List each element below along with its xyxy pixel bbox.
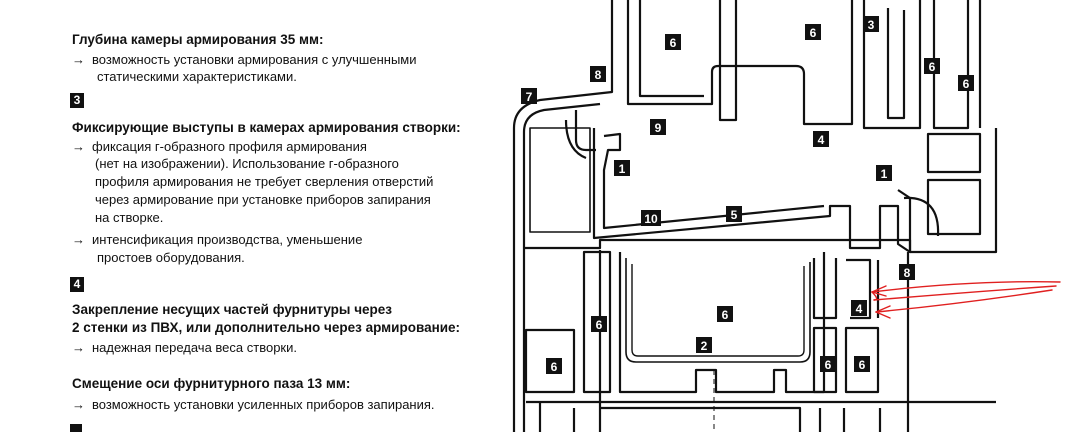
feature-line: → надежная передача веса створки.	[72, 339, 297, 356]
svg-text:6: 6	[596, 318, 603, 332]
diagram-labels: 6 6 3 6 6 8 7 9 4 1 1 10 5 8 4 6 6 2 6 6…	[521, 16, 974, 374]
diagram-label-1-left: 1	[614, 160, 630, 176]
diagram-label-6-bottom-left: 6	[546, 358, 562, 374]
feature-line-text: возможность установки усиленных приборов…	[92, 397, 435, 412]
diagram-label-5: 5	[726, 206, 742, 222]
feature-line: → возможность установки усиленных приборо…	[72, 396, 435, 413]
svg-text:6: 6	[929, 60, 936, 74]
feature-line-text: возможность установки армирования с улуч…	[92, 52, 417, 67]
feature-title-locking-ridges: Фиксирующие выступы в камерах армировани…	[72, 120, 461, 135]
diagram-label-9: 9	[650, 119, 666, 135]
feature-line: → возможность установки армирования с улу…	[72, 51, 417, 68]
svg-text:7: 7	[526, 90, 533, 104]
feature-line-text: простоев оборудования.	[97, 250, 245, 265]
arrow-icon: →	[72, 139, 85, 154]
feature-line-text: фиксация г-образного профиля армирования	[92, 139, 367, 154]
svg-text:1: 1	[619, 162, 626, 176]
diagram-label-6-bottom-right-a: 6	[820, 356, 836, 372]
feature-line-text: надежная передача веса створки.	[92, 340, 297, 355]
diagram-label-6-top-center: 6	[805, 24, 821, 40]
feature-text-column: Глубина камеры армирования 35 мм: → возмо…	[0, 0, 520, 432]
svg-text:1: 1	[881, 167, 888, 181]
svg-text:6: 6	[722, 308, 729, 322]
diagram-label-4-right: 4	[851, 300, 867, 316]
svg-text:6: 6	[963, 77, 970, 91]
svg-text:5: 5	[731, 208, 738, 222]
diagram-label-6-top-right-b: 6	[958, 75, 974, 91]
red-annotation-arrows	[871, 281, 1061, 319]
svg-text:8: 8	[595, 68, 602, 82]
feature-line-text: профиля армирования не требует сверления…	[95, 174, 434, 189]
number-badge: 3	[70, 93, 84, 108]
svg-text:6: 6	[670, 36, 677, 50]
diagram-label-3: 3	[863, 16, 879, 32]
feature-line: → интенсификация производства, уменьшение	[72, 231, 362, 248]
number-badge: 4	[70, 277, 84, 292]
feature-title-reinforcement-depth: Глубина камеры армирования 35 мм:	[72, 32, 324, 47]
diagram-label-10: 10	[641, 210, 661, 226]
feature-title-hardware-fixing-cont: 2 стенки из ПВХ, или дополнительно через…	[72, 320, 461, 335]
diagram-label-7: 7	[521, 88, 537, 104]
svg-text:6: 6	[551, 360, 558, 374]
diagram-label-1-right: 1	[876, 165, 892, 181]
profile-outline	[512, 0, 998, 432]
svg-text:6: 6	[825, 358, 832, 372]
feature-line-text: через армирование при установке приборов…	[95, 192, 431, 207]
svg-text:10: 10	[644, 212, 658, 226]
diagram-label-2: 2	[696, 337, 712, 353]
arrow-icon: →	[72, 52, 85, 67]
svg-text:2: 2	[701, 339, 708, 353]
arrow-icon: →	[72, 397, 85, 412]
diagram-label-6-bottom-right-b: 6	[854, 356, 870, 372]
next-badge-fragment	[70, 424, 82, 432]
diagram-label-4-center: 4	[813, 131, 829, 147]
feature-line-text: статическими характеристиками.	[97, 69, 297, 84]
feature-title-groove-offset: Смещение оси фурнитурного паза 13 мм:	[72, 376, 351, 391]
diagram-label-6-left-mid: 6	[591, 316, 607, 332]
svg-text:4: 4	[818, 133, 825, 147]
profile-cross-section-diagram: 6 6 3 6 6 8 7 9 4 1 1 10 5 8 4 6 6 2 6 6…	[512, 0, 1061, 432]
svg-text:4: 4	[856, 302, 863, 316]
svg-text:6: 6	[859, 358, 866, 372]
svg-text:3: 3	[868, 18, 875, 32]
feature-line-text: интенсификация производства, уменьшение	[92, 232, 363, 247]
feature-line-text: на створке.	[95, 210, 164, 225]
feature-title-hardware-fixing: Закрепление несущих частей фурнитуры чер…	[72, 302, 392, 317]
svg-text:8: 8	[904, 266, 911, 280]
diagram-label-8-right: 8	[899, 264, 915, 280]
diagram-label-8-top: 8	[590, 66, 606, 82]
feature-line-text: (нет на изображении). Использование г-об…	[95, 156, 399, 171]
diagram-label-6-top-left: 6	[665, 34, 681, 50]
svg-text:6: 6	[810, 26, 817, 40]
svg-text:9: 9	[655, 121, 662, 135]
feature-line: → фиксация г-образного профиля армировани…	[72, 138, 367, 155]
diagram-label-6-center: 6	[717, 306, 733, 322]
arrow-icon: →	[72, 232, 85, 247]
diagram-label-6-top-right-a: 6	[924, 58, 940, 74]
arrow-icon: →	[72, 340, 85, 355]
